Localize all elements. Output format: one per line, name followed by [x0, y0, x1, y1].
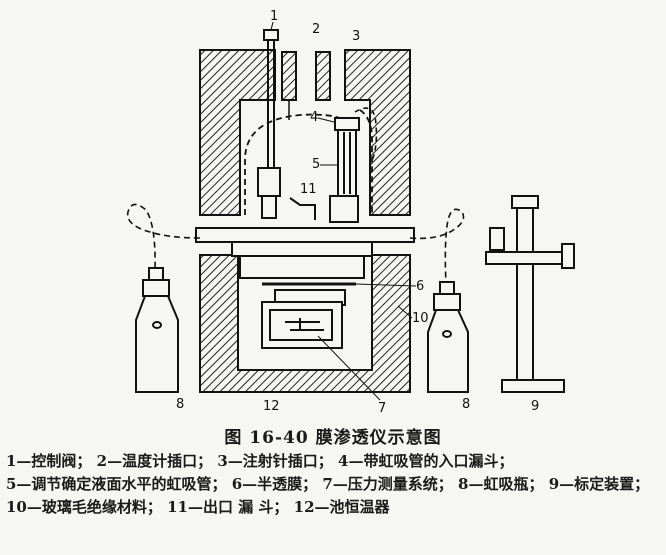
legend-item-5: 5—调节确定液面水平的虹吸管； — [6, 475, 227, 493]
legend-item-3: 3—注射针插口； — [217, 452, 333, 470]
callout-labels: 1 2 3 4 5 11 6 10 12 7 8 8 9 — [176, 9, 539, 416]
label-5: 5 — [312, 157, 320, 172]
label-4: 4 — [310, 110, 318, 125]
label-12: 12 — [263, 399, 280, 414]
legend-item-4: 4—带虹吸管的入口漏斗； — [338, 452, 514, 470]
control-valve — [257, 29, 281, 219]
left-siphon-bottle — [135, 267, 179, 393]
legend-item-11: 11—出口 漏 斗； — [167, 498, 289, 516]
label-11: 11 — [300, 182, 317, 197]
inlet-funnel — [329, 107, 378, 223]
legend-item-1: 1—控制阀； — [6, 452, 92, 470]
label-3: 3 — [352, 29, 360, 44]
left-siphon-tube — [126, 203, 201, 271]
label-9: 9 — [531, 399, 539, 414]
osmometer-diagram: 1 2 3 4 5 11 6 10 12 7 8 8 9 — [126, 9, 575, 416]
calibration-device — [485, 195, 575, 393]
label-8-right: 8 — [462, 397, 470, 412]
legend-item-12: 12—池恒温器 — [293, 498, 390, 516]
label-2: 2 — [312, 22, 320, 37]
legend-item-7: 7—压力测量系统； — [322, 475, 453, 493]
legend-item-10: 10—玻璃毛绝缘材料； — [6, 498, 162, 516]
label-1: 1 — [270, 9, 278, 24]
pressure-system — [261, 289, 346, 349]
legend-item-8: 8—虹吸瓶； — [458, 475, 544, 493]
label-8-left: 8 — [176, 397, 184, 412]
label-10: 10 — [412, 311, 429, 326]
legend-item-6: 6—半透膜； — [231, 475, 318, 493]
right-siphon-tube — [409, 208, 465, 286]
legend-item-9: 9—标定装置； — [548, 475, 650, 493]
figure-legend: 1—控制阀； 2—温度计插口； 3—注射针插口； 4—带虹吸管的入口漏斗； 5—… — [6, 450, 660, 519]
outlet-funnel — [289, 197, 316, 220]
right-siphon-bottle — [427, 281, 469, 393]
legend-item-2: 2—温度计插口； — [96, 452, 213, 470]
label-7: 7 — [378, 401, 386, 416]
flange-plate — [195, 227, 415, 279]
figure-caption: 图 16-40 膜渗透仪示意图 — [224, 428, 442, 448]
label-6: 6 — [416, 279, 424, 294]
